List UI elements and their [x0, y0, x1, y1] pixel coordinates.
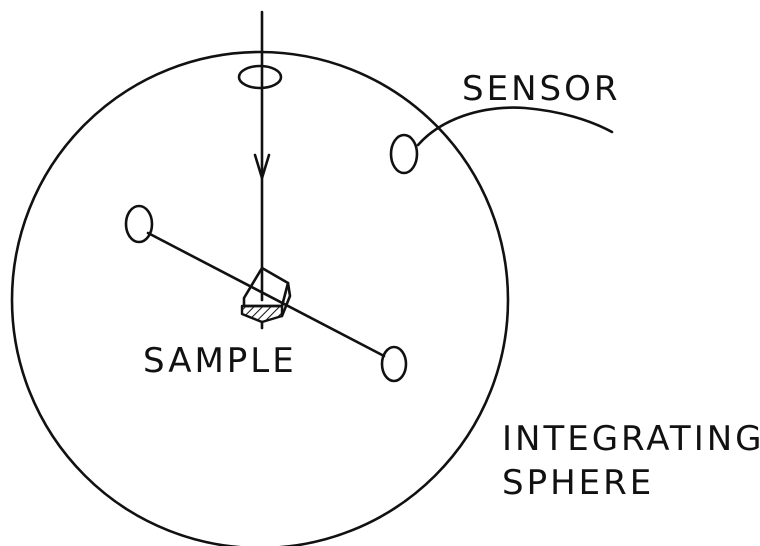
integrating-sphere-circle	[10, 50, 510, 546]
right-port	[380, 345, 408, 383]
integrating-label: INTEGRATING	[502, 419, 760, 459]
sensor-label: SENSOR	[462, 69, 620, 109]
port-axis-line	[146, 231, 386, 358]
sensor-port	[389, 133, 419, 175]
entrance-port	[237, 64, 283, 90]
sample-block	[240, 266, 292, 330]
beam-arrow-head	[253, 153, 271, 180]
left-port	[124, 204, 154, 244]
sample-label: SAMPLE	[143, 341, 297, 381]
sensor-leader-line	[416, 106, 614, 147]
sphere-label: SPHERE	[502, 463, 654, 503]
